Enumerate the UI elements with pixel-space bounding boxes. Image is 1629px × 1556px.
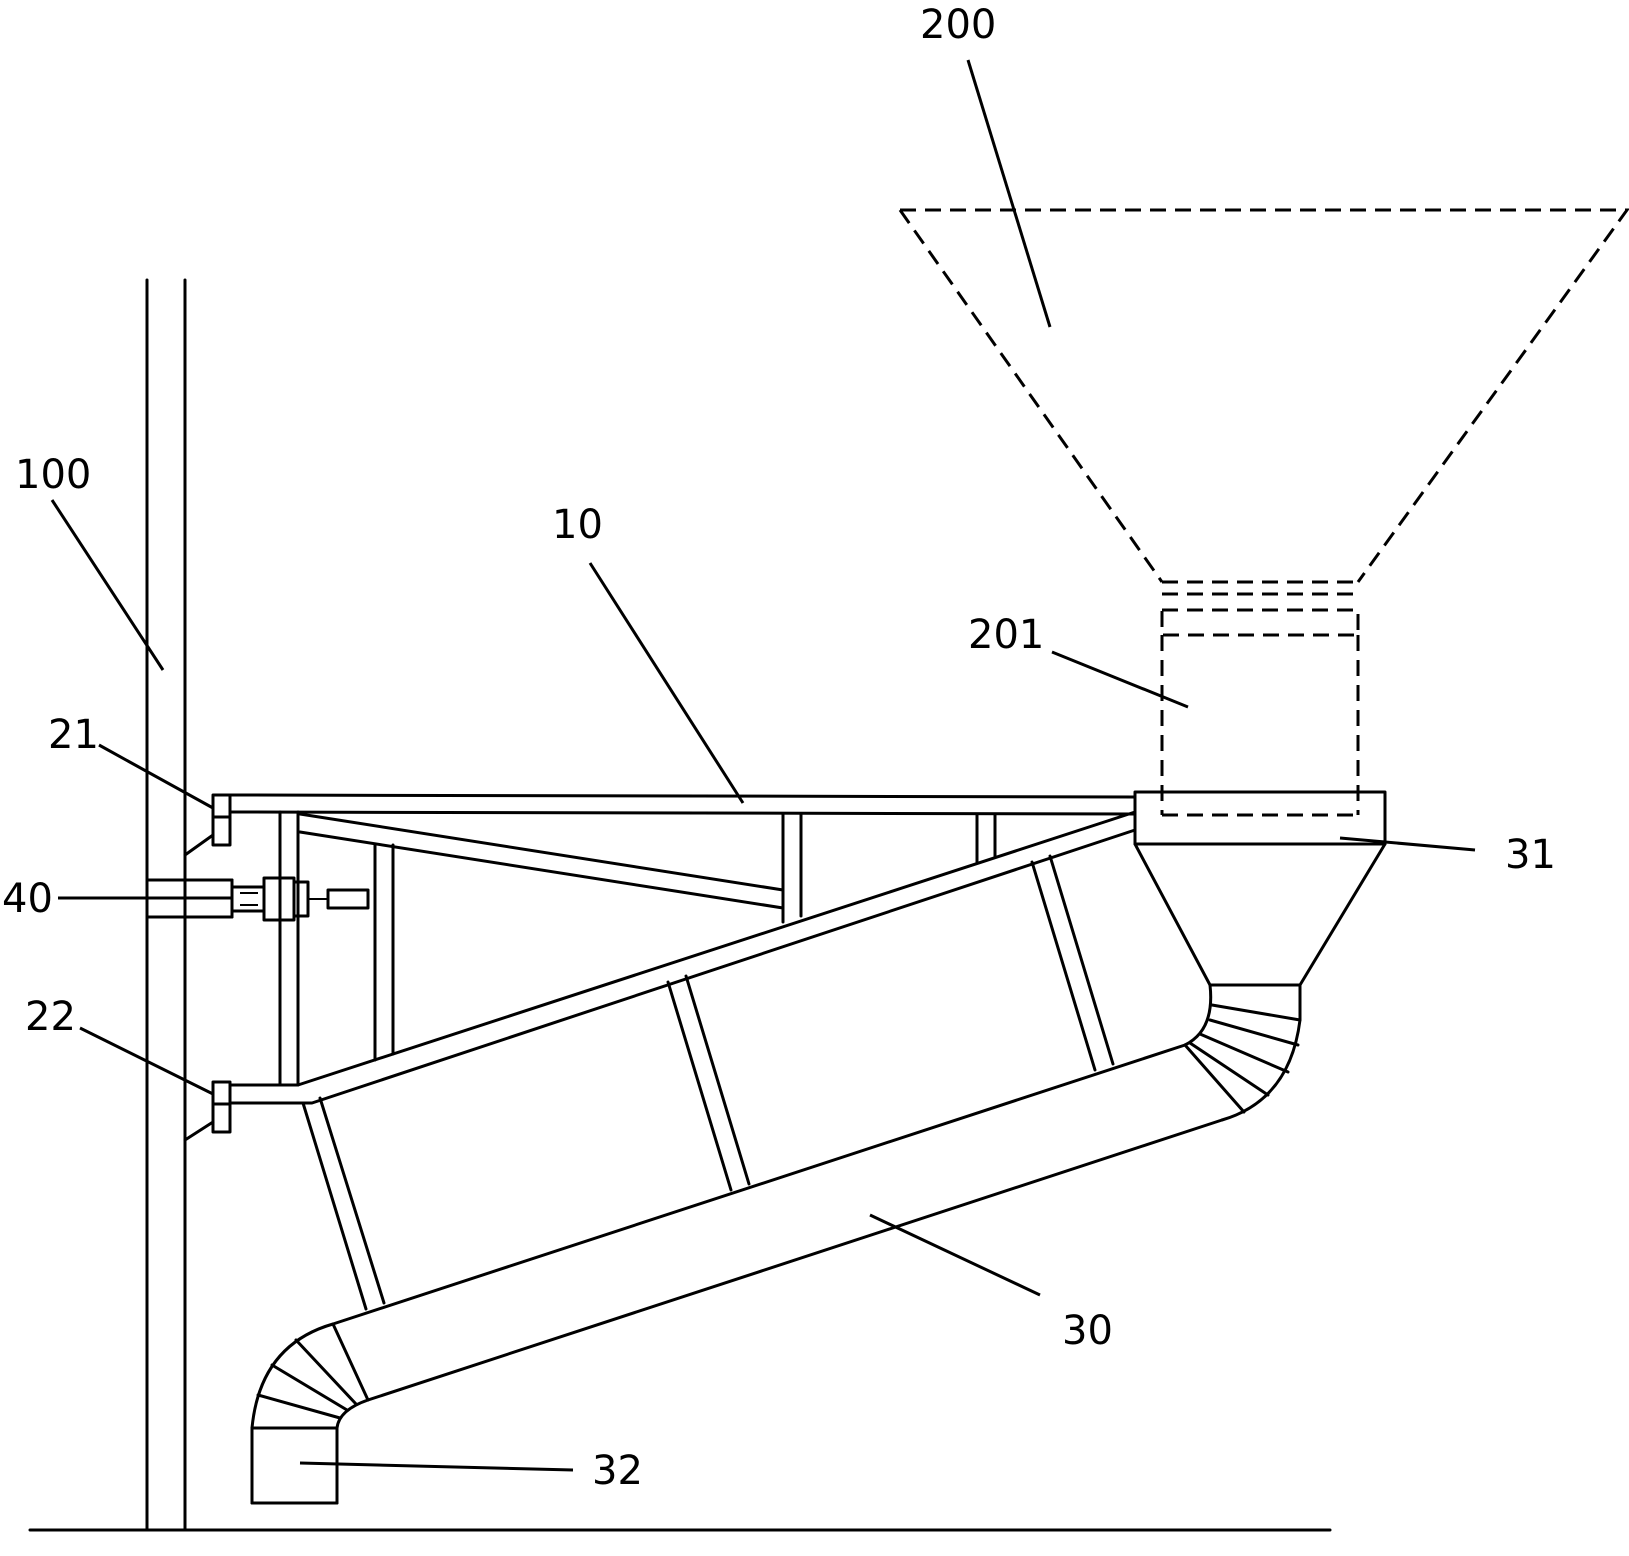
column-100	[145, 278, 187, 1532]
label-22: 22	[25, 994, 76, 1040]
label-201: 201	[968, 612, 1044, 658]
label-40: 40	[2, 876, 53, 922]
chute-body-30	[331, 1043, 1224, 1402]
spout-201	[1160, 608, 1360, 817]
label-10: 10	[552, 502, 603, 548]
top-beam-10	[228, 793, 1137, 816]
lower-chord	[228, 810, 1137, 1105]
truss-members	[278, 810, 997, 1087]
label-21: 21	[48, 712, 99, 758]
label-200: 200	[920, 2, 996, 48]
motor-40	[145, 876, 370, 922]
chute-braces	[301, 854, 1115, 1311]
leader-lines	[50, 59, 1476, 1472]
upper-elbow	[1183, 983, 1302, 1122]
inlet-31	[1133, 790, 1387, 987]
label-100: 100	[15, 452, 91, 498]
label-32: 32	[592, 1448, 643, 1494]
label-31: 31	[1505, 832, 1556, 878]
hopper-200	[898, 208, 1629, 612]
outlet-32	[250, 1426, 339, 1505]
lower-elbow	[250, 1322, 370, 1430]
label-30: 30	[1062, 1308, 1113, 1354]
bracket-21	[183, 793, 232, 857]
